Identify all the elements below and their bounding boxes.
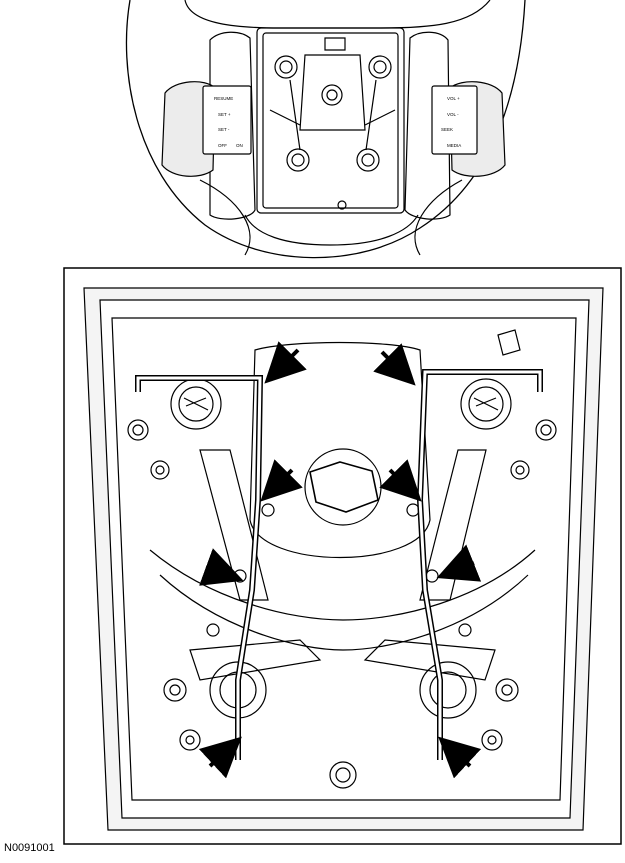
callout-arrow [264,341,307,384]
switch-label-vol-minus: VOL - [447,112,459,117]
right-switch-labels: VOL + VOL - SEEK MEDIA [441,96,461,148]
switch-label-vol-plus: VOL + [447,96,460,101]
switch-label-media: MEDIA [447,143,461,148]
switch-label-resume: RESUME [214,96,233,101]
callout-arrow [436,544,482,582]
switch-module-detail [83,287,604,831]
switch-label-off: OFF [218,143,227,148]
callout-arrow [260,459,303,502]
switch-label-on: ON [236,143,243,148]
retainer-callout-arrows [198,341,482,779]
steering-wheel-overview [125,0,526,259]
callout-arrow [198,736,242,779]
callout-arrow [438,736,482,779]
callout-arrow [373,343,416,386]
callout-arrow [379,459,422,502]
switch-label-seek: SEEK [441,127,453,132]
switch-label-set-plus: SET + [218,112,231,117]
callout-arrow [199,548,244,586]
left-switch-labels: RESUME SET + SET - OFF ON [214,96,243,148]
switch-label-set-minus: SET - [218,127,230,132]
figure-reference-number: N0091001 [4,842,55,854]
